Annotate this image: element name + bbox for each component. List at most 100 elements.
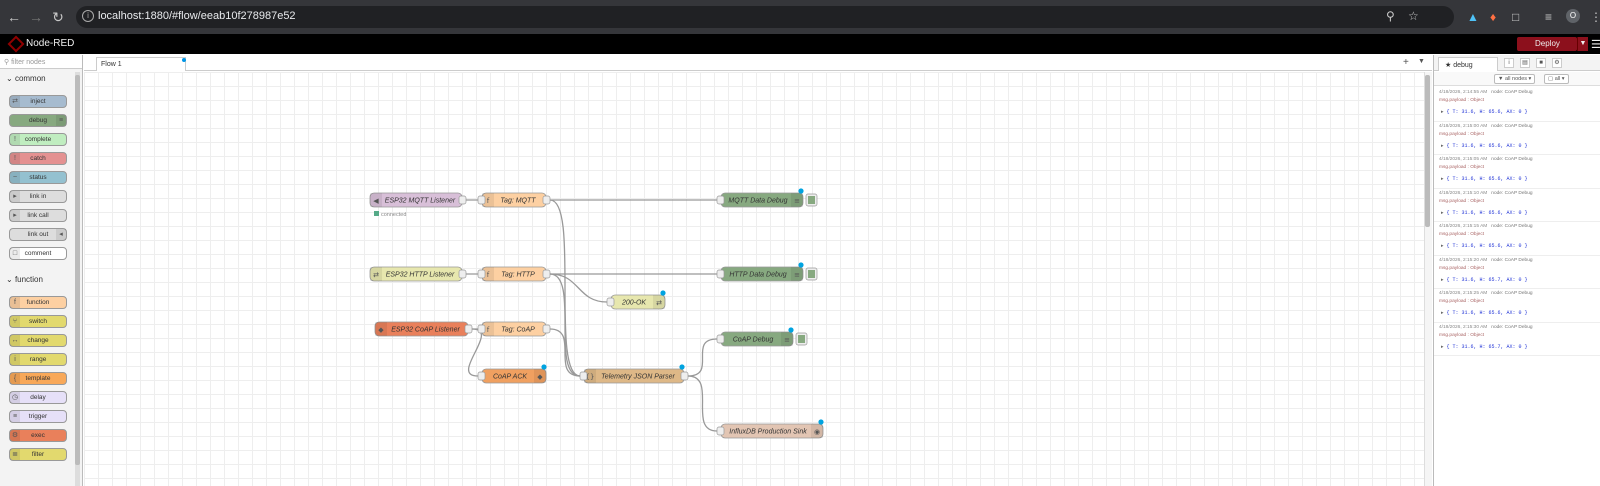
output-port[interactable]: [458, 195, 467, 205]
tab-debug[interactable]: ★ debug: [1438, 57, 1498, 71]
palette-node-template[interactable]: {template: [9, 372, 67, 385]
expand-caret-icon[interactable]: ▸: [1441, 243, 1444, 249]
palette-category-common[interactable]: ⌄ common: [0, 71, 77, 85]
debug-message-value[interactable]: ▸ { T: 31.6, H: 65.7, AX: 0 }: [1439, 344, 1596, 350]
output-port[interactable]: [458, 269, 467, 279]
flow-node-influx[interactable]: ◉InfluxDB Production Sink: [716, 419, 824, 439]
add-flow-icon[interactable]: +: [1403, 57, 1409, 68]
debug-message-value[interactable]: ▸ { T: 31.6, H: 65.6, AX: 0 }: [1439, 310, 1596, 316]
debug-message-node[interactable]: node: CoAP Debug: [1491, 291, 1533, 296]
debug-message-node[interactable]: node: CoAP Debug: [1491, 190, 1533, 196]
expand-caret-icon[interactable]: ▸: [1441, 343, 1444, 350]
workspace-scroll-thumb[interactable]: [1425, 75, 1430, 227]
debug-message-value[interactable]: ▸ { T: 31.6, H: 65.6, AX: 0 }: [1439, 176, 1596, 182]
input-port[interactable]: [477, 269, 486, 279]
debug-message-node[interactable]: node: CoAP Debug: [1491, 224, 1533, 229]
palette-node-link-out[interactable]: ◂link out: [9, 228, 67, 241]
input-port[interactable]: [477, 371, 486, 381]
flow-node-mqtt-debug[interactable]: ≡MQTT Data Debug: [716, 188, 818, 208]
filter-nodes-dropdown[interactable]: ▼ all nodes ▾: [1494, 74, 1536, 84]
debug-message-node[interactable]: node: CoAP Debug: [1491, 157, 1533, 162]
profile-avatar[interactable]: O: [1566, 9, 1580, 23]
deploy-button[interactable]: Deploy: [1517, 37, 1577, 51]
info-tab-icon[interactable]: i: [1504, 58, 1514, 68]
extension-icon[interactable]: ▲: [1467, 10, 1479, 24]
flow-node-coap-in[interactable]: ◆ESP32 CoAP Listener: [374, 321, 473, 337]
wire-json_parser-to-influx[interactable]: [687, 375, 718, 432]
flow-node-http-debug[interactable]: ≡HTTP Data Debug: [716, 262, 818, 282]
main-menu-icon[interactable]: ☰: [1591, 39, 1600, 51]
help-tab-icon[interactable]: ▤: [1520, 58, 1530, 68]
debug-message-value[interactable]: ▸ { T: 31.6, H: 65.6, AX: 0 }: [1439, 109, 1596, 115]
tab-flow-1[interactable]: Flow 1: [96, 57, 186, 71]
deploy-options-button[interactable]: ▼: [1577, 37, 1588, 51]
palette-scroll-thumb[interactable]: [75, 75, 80, 465]
extension-icon-2[interactable]: ♦: [1490, 10, 1497, 24]
palette-node-inject[interactable]: ⇄inject: [9, 95, 67, 108]
output-port[interactable]: [542, 269, 551, 279]
reload-icon[interactable]: ↻: [52, 9, 64, 25]
palette-node-comment[interactable]: □comment: [9, 247, 67, 260]
browser-menu-icon[interactable]: ⋮: [1590, 10, 1600, 24]
debug-message-value[interactable]: ▸ { T: 31.6, H: 65.6, AX: 0 }: [1439, 243, 1596, 249]
output-port[interactable]: [680, 371, 689, 381]
palette-node-switch[interactable]: ⑂switch: [9, 315, 67, 328]
flow-list-icon[interactable]: ▼: [1418, 58, 1425, 65]
expand-caret-icon[interactable]: ▸: [1441, 209, 1444, 216]
input-port[interactable]: [716, 269, 725, 279]
config-tab-icon[interactable]: ■: [1536, 58, 1546, 68]
debug-message-node[interactable]: node: CoAP Debug: [1491, 257, 1533, 263]
reading-list-icon[interactable]: ≡: [1545, 10, 1553, 24]
palette-node-trigger[interactable]: ≡trigger: [9, 410, 67, 423]
wire-coap_in-to-coap_ack[interactable]: [467, 328, 483, 377]
input-port[interactable]: [477, 195, 486, 205]
debug-message-value[interactable]: ▸ { T: 31.6, H: 65.6, AX: 0 }: [1439, 143, 1596, 149]
debug-message-node[interactable]: node: CoAP Debug: [1491, 324, 1533, 330]
expand-caret-icon[interactable]: ▸: [1441, 109, 1444, 115]
debug-message-node[interactable]: node: CoAP Debug: [1491, 90, 1533, 95]
address-bar[interactable]: i localhost:1880/#flow/eeab10f278987e52 …: [76, 6, 1454, 28]
wire-tag_http-to-http_resp[interactable]: [549, 273, 608, 303]
clear-filter-dropdown[interactable]: ▢ all ▾: [1544, 74, 1569, 84]
output-port[interactable]: [542, 324, 551, 334]
palette-category-function[interactable]: ⌄ function: [0, 272, 77, 286]
flow-node-json-parser[interactable]: {}Telemetry JSON Parser: [579, 364, 689, 384]
expand-caret-icon[interactable]: ▸: [1441, 176, 1444, 182]
flow-node-coap-ack[interactable]: ◆CoAP ACK: [477, 364, 547, 384]
palette-node-debug[interactable]: ≡debug: [9, 114, 67, 127]
debug-message-value[interactable]: ▸ { T: 31.6, H: 65.6, AX: 0 }: [1439, 210, 1596, 216]
wire-tag_coap-to-json_parser[interactable]: [549, 328, 581, 377]
palette-node-link-call[interactable]: ▸link call: [9, 209, 67, 222]
flow-node-http-resp[interactable]: ⇄200-OK: [606, 290, 666, 310]
input-port[interactable]: [716, 334, 725, 344]
zoom-icon[interactable]: ⚲: [1386, 9, 1395, 23]
expand-caret-icon[interactable]: ▸: [1441, 310, 1444, 316]
context-tab-icon[interactable]: ⚙: [1552, 58, 1562, 68]
input-port[interactable]: [477, 324, 486, 334]
palette-node-complete[interactable]: !complete: [9, 133, 67, 146]
flow-node-coap-debug[interactable]: ≡CoAP Debug: [716, 327, 808, 347]
back-icon[interactable]: ←: [7, 9, 21, 25]
palette-node-status[interactable]: ~status: [9, 171, 67, 184]
wire-tag_http-to-json_parser[interactable]: [549, 273, 581, 377]
wire-tag_mqtt-to-json_parser[interactable]: [549, 199, 581, 377]
input-port[interactable]: [579, 371, 588, 381]
palette-node-filter[interactable]: ≣filter: [9, 448, 67, 461]
output-port[interactable]: [542, 195, 551, 205]
extensions-puzzle-icon[interactable]: □: [1512, 10, 1520, 24]
palette-node-exec[interactable]: ⚙exec: [9, 429, 67, 442]
wire-json_parser-to-coap_debug[interactable]: [687, 338, 718, 377]
